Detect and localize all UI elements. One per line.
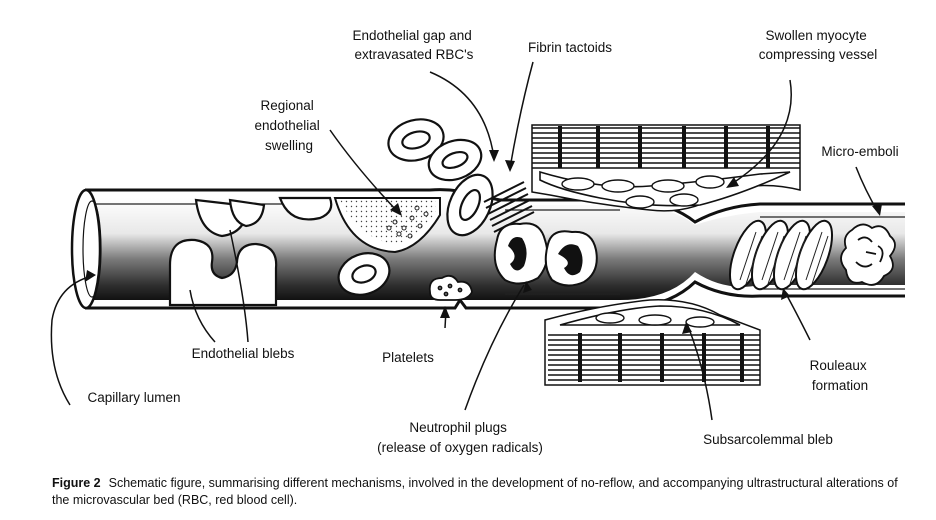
label-capillary-lumen: Capillary lumen (87, 390, 180, 405)
label-fibrin-tactoids: Fibrin tactoids (528, 40, 612, 55)
label-endothelial-gap: Endothelial gap and extravasated RBC's (352, 28, 475, 62)
label-rouleaux: Rouleaux formation (810, 358, 871, 393)
endothelial-blebs-shape (168, 196, 333, 307)
upper-myocyte (531, 124, 801, 212)
platelet-debris-dots (386, 205, 429, 239)
platelets-shape (428, 274, 473, 301)
figure-caption-label: Figure 2 (52, 476, 101, 490)
label-subsarcolemmal-bleb: Subsarcolemmal bleb (703, 432, 833, 447)
lower-myocyte (544, 299, 761, 386)
red-blood-cells (337, 118, 494, 296)
label-endothelial-blebs: Endothelial blebs (192, 346, 295, 361)
label-regional-swelling: Regional endothelial swelling (254, 98, 323, 153)
fibrin-tactoids-shape (483, 181, 535, 233)
micro-emboli-shape (840, 223, 896, 286)
figure-caption-text: Schematic figure, summarising different … (52, 476, 898, 507)
label-neutrophil-plugs: Neutrophil plugs (release of oxygen radi… (377, 420, 543, 455)
vessel-cut-end (70, 188, 102, 310)
leader-lines (50, 61, 879, 421)
leader-arrowheads (85, 150, 882, 334)
label-micro-emboli: Micro-emboli (821, 144, 898, 159)
label-platelets: Platelets (382, 350, 434, 365)
neutrophils (493, 222, 598, 287)
label-swollen-myocyte: Swollen myocyte compressing vessel (759, 28, 878, 62)
